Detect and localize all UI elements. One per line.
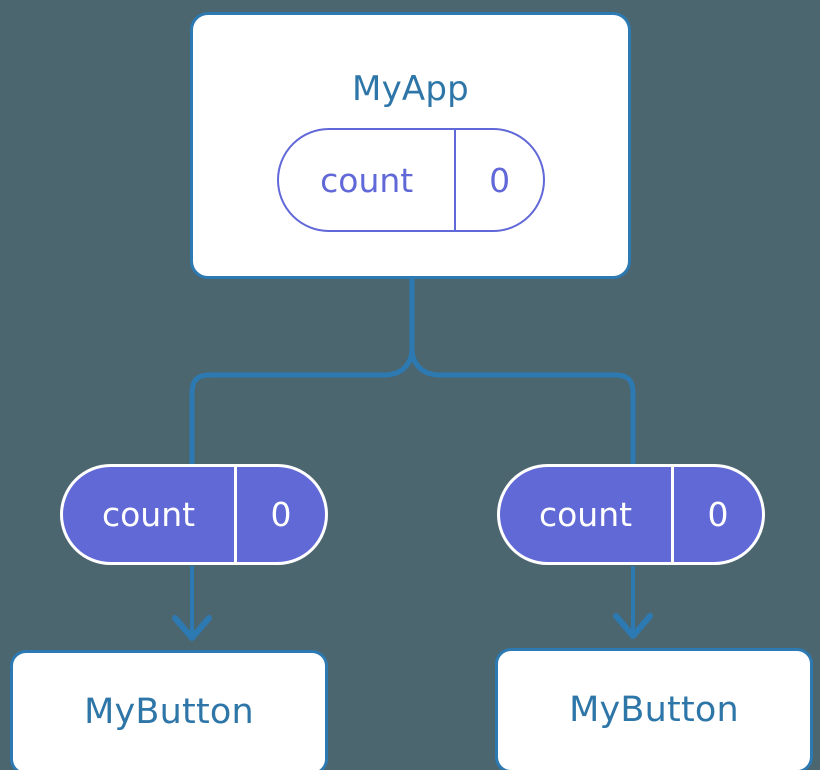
branch-left-connector: [189, 347, 415, 464]
prop-pill-right-value: 0: [671, 467, 762, 562]
branch-right-connector: [409, 347, 636, 464]
arrow-down-icon-left: [172, 566, 212, 641]
prop-pill-left-key: count: [101, 495, 196, 534]
app-state-pill-key: count: [320, 160, 414, 200]
arrow-down-icon-right: [613, 566, 653, 639]
app-state-pill-value: 0: [454, 130, 543, 230]
app-state-pill[interactable]: count 0: [277, 128, 545, 232]
button-component-box-right[interactable]: MyButton: [495, 648, 813, 770]
button-component-box-left[interactable]: MyButton: [10, 650, 328, 770]
prop-pill-left[interactable]: count 0: [60, 464, 328, 565]
prop-pill-left-value: 0: [234, 467, 325, 562]
button-component-title-right: MyButton: [569, 690, 739, 730]
button-component-title-left: MyButton: [84, 692, 254, 732]
prop-pill-right-key: count: [538, 495, 633, 534]
prop-pill-right[interactable]: count 0: [497, 464, 765, 565]
app-component-title: MyApp: [352, 69, 469, 109]
